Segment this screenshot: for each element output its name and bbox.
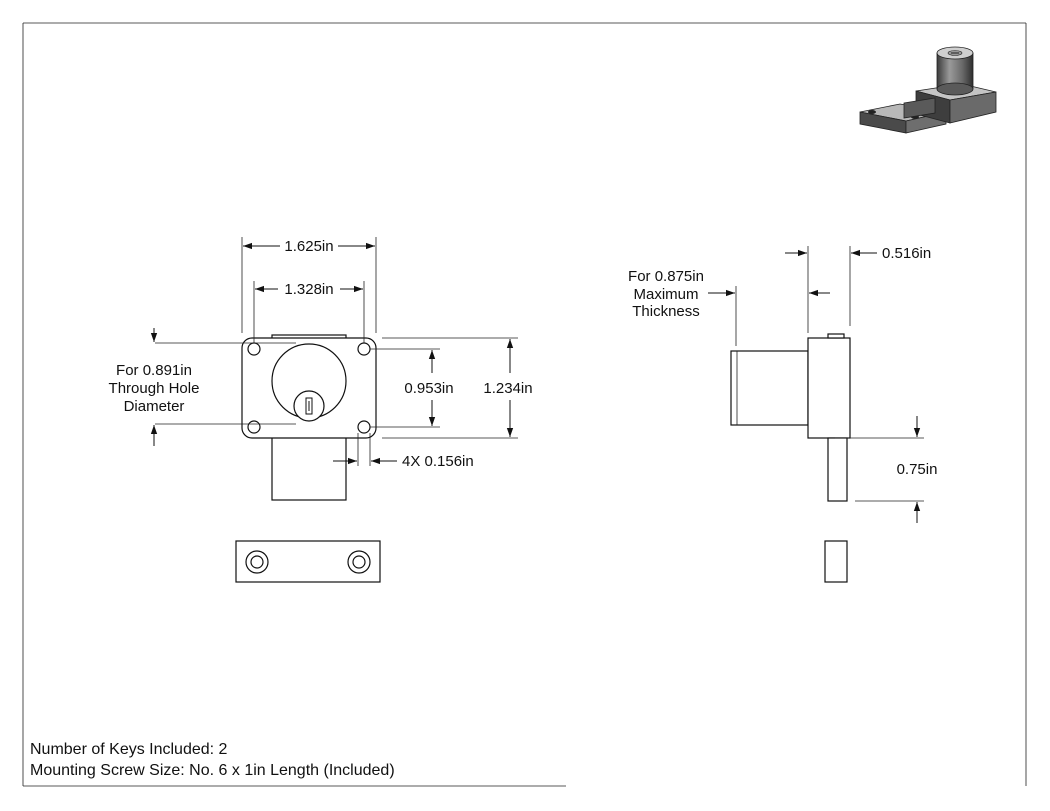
front-view <box>241 334 377 501</box>
dim-bolt-throw-label: 0.75in <box>897 461 938 478</box>
dim-vertical-hole-spacing-label: 0.953in <box>404 380 453 397</box>
callout-max-thickness-line-3: Thickness <box>632 303 700 320</box>
dim-vertical-hole-spacing <box>370 348 440 428</box>
dim-backset-label: 0.516in <box>882 245 931 262</box>
callout-through-hole-line-2: Through Hole <box>109 380 200 397</box>
dim-overall-width <box>241 237 377 333</box>
dim-bolt-throw <box>835 416 924 523</box>
callout-through-hole-line-1: For 0.891in <box>116 362 192 379</box>
note-mounting-screw: Mounting Screw Size: No. 6 x 1in Length … <box>30 762 395 779</box>
dim-backset <box>785 246 877 333</box>
callout-through-hole-line-3: Diameter <box>124 398 185 415</box>
dim-overall-width-label: 1.625in <box>284 238 333 255</box>
dim-hole-spacing-label: 1.328in <box>284 281 333 298</box>
dim-overall-height <box>382 337 518 439</box>
callout-max-thickness-line-2: Maximum <box>633 286 698 303</box>
callout-max-thickness <box>708 286 737 346</box>
dim-mounting-hole-label: 4X 0.156in <box>402 453 474 470</box>
dim-overall-height-label: 1.234in <box>483 380 532 397</box>
notes: Number of Keys Included: 2 Mounting Scre… <box>30 739 395 781</box>
callout-max-thickness-line-1: For 0.875in <box>628 268 704 285</box>
callout-through-hole <box>150 328 296 446</box>
side-view <box>730 333 851 502</box>
note-keys-included: Number of Keys Included: 2 <box>30 741 228 758</box>
dim-hole-spacing <box>253 281 365 343</box>
isometric-view <box>859 46 997 134</box>
dim-mounting-hole <box>333 433 397 466</box>
strike-plate-front <box>235 540 381 583</box>
strike-plate-side <box>824 540 848 583</box>
sheet-border <box>22 22 1027 787</box>
